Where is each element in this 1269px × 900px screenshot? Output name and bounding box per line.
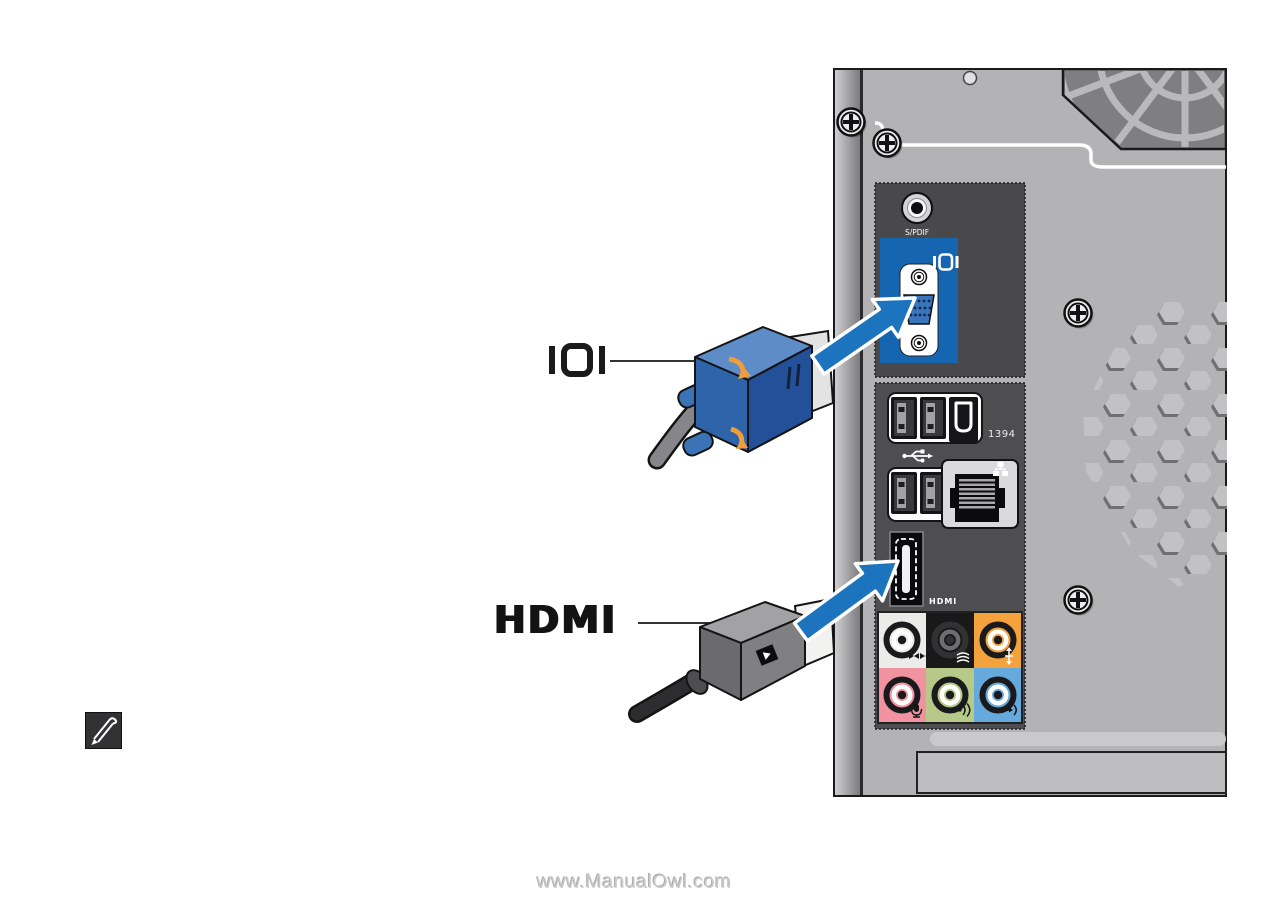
spdif-port: S/PDIF [901,192,933,237]
screw-icon [872,128,904,160]
psu-fan-grille [1061,68,1227,151]
line-in-icon [1003,704,1017,716]
panel-seam [874,121,1226,169]
hdmi-logo: HDMI [494,598,618,642]
microphone-icon [910,704,923,718]
chassis-hole [962,70,978,86]
hdmi-port [889,531,924,607]
screw-icon [836,107,868,139]
rear-surround-icon [1005,647,1013,665]
side-surround-jack [883,621,921,659]
note-pencil-icon [85,712,122,749]
turn-arrow-icon [728,356,751,379]
thumbscrew [682,430,714,457]
center-subwoofer-jack [931,621,969,659]
audio-jack-panel [877,611,1023,724]
watermark-text: www.ManualOwl.com [537,871,732,893]
usb-trident-icon [902,449,933,463]
hdmi-pointer-arrow [792,559,900,643]
vga-pointer-arrow [810,296,917,376]
ethernet-port [941,459,1019,529]
computer-back-panel-illustration: S/PDIF [833,68,1227,797]
side-surround-icon [909,653,930,659]
card-slot-blank [930,732,1226,746]
microphone-jack [883,676,921,714]
line-in-jack [979,676,1017,714]
hdmi-cable-cord [630,673,702,721]
firewire-1394-port [949,397,978,442]
screw-icon [1063,585,1095,617]
io-panel-lower: 1394 [874,382,1026,730]
line-out-icon [958,703,971,717]
network-icon [993,462,1008,476]
plug-arrow-icon [762,652,771,660]
firewire-label: 1394 [988,429,1015,440]
line-out-jack [931,676,969,714]
center-subwoofer-icon [956,652,970,663]
hex-vent-grille [1083,301,1227,587]
vga-display-icon [933,253,959,271]
rear-surround-jack [979,621,1017,659]
vga-connector-body [694,326,813,453]
pointer-arrows [792,296,917,643]
hdmi-port-label: HDMI [929,597,957,606]
watermark: www.ManualOwl.com [0,871,1269,894]
vga-display-icon [549,343,605,377]
chassis-left-edge [835,70,861,795]
expansion-slot [916,751,1227,794]
screw-icon [1063,298,1095,330]
turn-arrow-icon [730,426,748,449]
hdmi-connector-body [699,601,806,701]
spdif-label: S/PDIF [905,228,929,237]
